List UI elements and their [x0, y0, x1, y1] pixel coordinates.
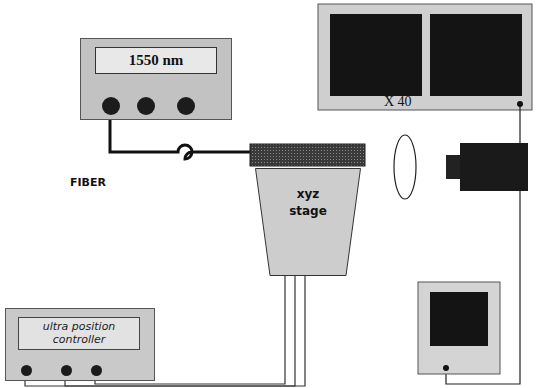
control-knob [102, 97, 120, 115]
monitor-screen [430, 14, 522, 96]
laser-source: 1550 nm [80, 38, 232, 120]
camera-body [460, 143, 528, 191]
monitor-housing [318, 4, 532, 110]
waveguide-sample [250, 144, 365, 166]
control-knob [177, 97, 195, 115]
monitor-screen [330, 14, 422, 96]
stage-label: xyz stage [285, 186, 331, 220]
control-knob [91, 365, 102, 376]
control-knob [137, 97, 155, 115]
position-controller: ultra position controller [5, 308, 155, 381]
fiber-label: FIBER [70, 176, 106, 189]
monitor-housing [418, 282, 500, 374]
control-knob [61, 365, 72, 376]
stage-shape [256, 169, 361, 276]
magnification-label: X 40 [384, 94, 412, 110]
optical-fiber [110, 120, 250, 159]
display-text: 1550 nm [95, 47, 217, 74]
control-knob [21, 365, 32, 376]
connector-dot [517, 101, 523, 107]
objective-lens [394, 135, 416, 199]
display-text: ultra position controller [18, 317, 140, 350]
monitor-screen [430, 292, 488, 346]
xyz-stage: xyz stage [255, 168, 361, 276]
connector-dot [443, 365, 449, 371]
stage-outline [255, 168, 361, 276]
camera-lens [446, 155, 462, 179]
